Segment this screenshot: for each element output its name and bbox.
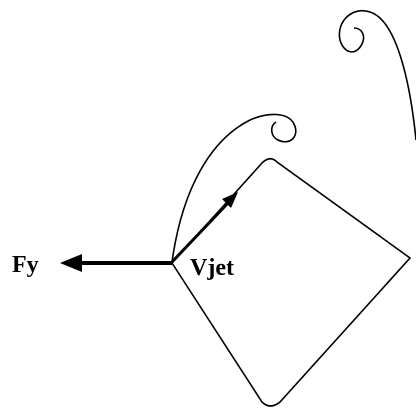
- vjet-arrow: [170, 201, 230, 264]
- diamond-body: [170, 157, 412, 407]
- jet-filament-small: [171, 113, 297, 263]
- fy-label: Fy: [12, 252, 39, 278]
- vjet-label: Vjet: [190, 255, 234, 281]
- fy-arrowhead: [60, 254, 82, 272]
- jet-filament-large: [338, 9, 416, 141]
- vjet-arrowhead: [222, 192, 238, 208]
